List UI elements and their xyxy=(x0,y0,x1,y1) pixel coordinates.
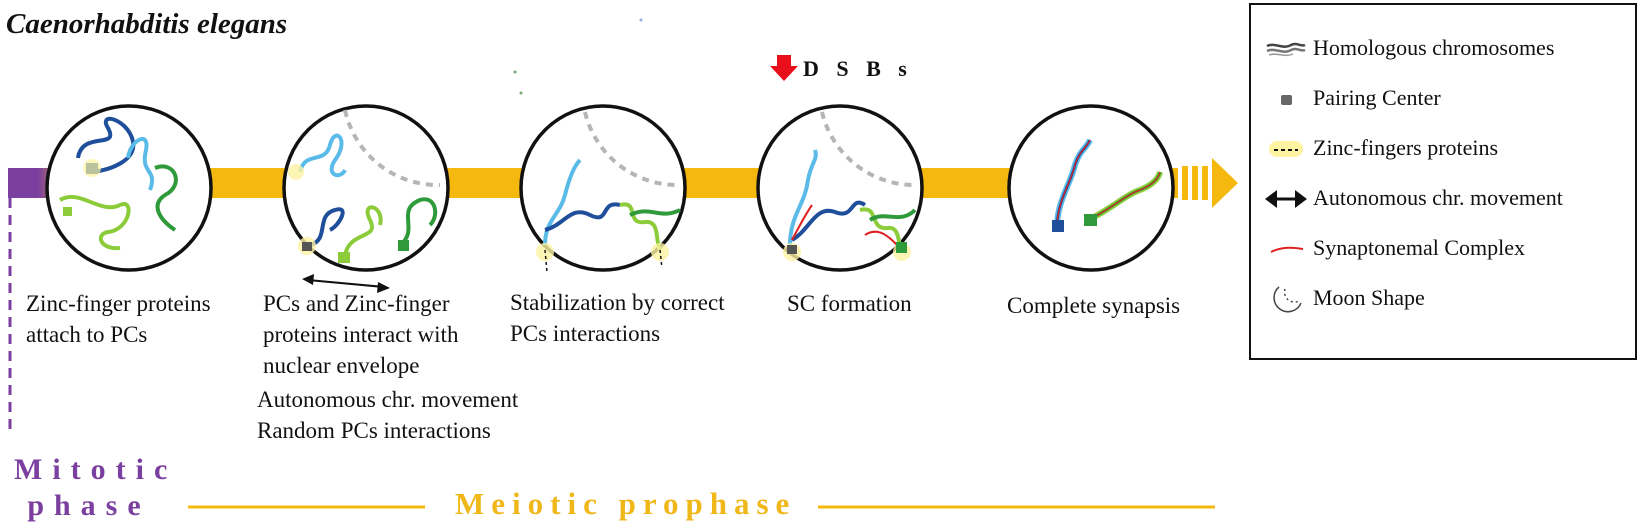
stage-4-nucleus xyxy=(756,104,924,272)
zinc-finger-icon xyxy=(1269,141,1303,157)
stage-5-caption: Complete synapsis xyxy=(1007,293,1181,318)
legend-label: Zinc-fingers proteins xyxy=(1313,135,1499,160)
stage-2-nucleus xyxy=(282,104,450,272)
double-arrow-icon xyxy=(1265,190,1307,208)
stage-3-nucleus xyxy=(519,104,687,273)
legend-item-pairing-center: Pairing Center xyxy=(1251,79,1637,119)
movement-double-arrow-icon xyxy=(302,274,390,293)
dsbs-label: D S B s xyxy=(803,56,913,81)
stage-4-caption: SC formation xyxy=(787,291,912,316)
pairing-center-icon xyxy=(1281,95,1292,105)
stage-5-nucleus xyxy=(1007,104,1175,272)
stage-1-nucleus xyxy=(45,104,213,272)
legend-label: Homologous chromosomes xyxy=(1313,35,1555,60)
stage-1-caption: Zinc-finger proteins attach to PCs xyxy=(26,291,211,347)
legend: Homologous chromosomes Pairing Center Zi… xyxy=(1249,3,1637,360)
legend-item-homologous-chromosomes: Homologous chromosomes xyxy=(1251,29,1637,69)
legend-item-moon-shape: Moon Shape xyxy=(1251,279,1637,319)
moon-shape-icon xyxy=(1273,286,1302,313)
dsb-arrow-icon xyxy=(770,55,798,81)
legend-item-autonomous-movement: Autonomous chr. movement xyxy=(1251,179,1637,219)
synaptonemal-complex-icon xyxy=(1270,246,1304,253)
meiotic-prophase-label: Meiotic prophase xyxy=(455,486,797,521)
legend-item-zinc-fingers: Zinc-fingers proteins xyxy=(1251,129,1637,169)
chromosome-icon xyxy=(1266,42,1306,57)
organism-title: Caenorhabditis elegans xyxy=(6,8,288,40)
stage-2-extra-caption: Autonomous chr. movement Random PCs inte… xyxy=(257,387,519,443)
legend-label: Pairing Center xyxy=(1313,85,1441,110)
legend-label: Synaptonemal Complex xyxy=(1313,235,1526,260)
legend-label: Autonomous chr. movement xyxy=(1313,185,1563,210)
stage-2-caption: PCs and Zinc-finger proteins interact wi… xyxy=(263,291,459,378)
stage-3-caption: Stabilization by correct PCs interaction… xyxy=(510,290,725,346)
legend-item-synaptonemal-complex: Synaptonemal Complex xyxy=(1251,229,1637,269)
legend-label: Moon Shape xyxy=(1313,285,1425,310)
mitotic-phase-label: Mitotic phase xyxy=(14,453,178,522)
